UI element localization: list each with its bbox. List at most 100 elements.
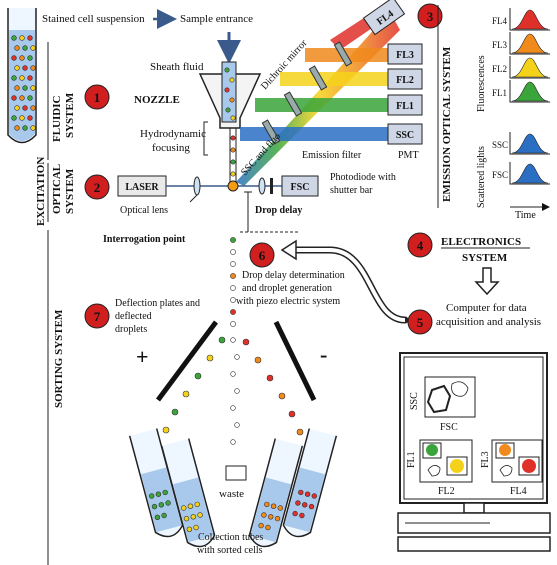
svg-text:FL2: FL2 bbox=[396, 75, 414, 86]
feedback-arrowhead bbox=[280, 239, 297, 261]
svg-text:6: 6 bbox=[259, 248, 266, 263]
nozzle-cell-dot bbox=[230, 135, 236, 141]
tube-cell-dot bbox=[194, 501, 200, 508]
cell-dot bbox=[19, 95, 25, 101]
stream-droplet bbox=[230, 309, 236, 315]
tube-cell-dot bbox=[154, 514, 161, 520]
stained-suspension-label: Stained cell suspension bbox=[42, 13, 145, 25]
tube-cell-dot bbox=[264, 501, 270, 508]
cell-dot bbox=[19, 55, 25, 61]
waste-droplet bbox=[230, 405, 236, 411]
nozzle-cell-dot bbox=[229, 77, 235, 83]
fluorescences-title: Fluorescences bbox=[476, 55, 487, 112]
gate-plot3-xlabel: FL4 bbox=[510, 486, 527, 497]
cell-dot bbox=[19, 75, 25, 81]
drop-delay-det-line1: Drop delay determination bbox=[242, 270, 345, 281]
nozzle-cell-dot bbox=[224, 87, 230, 93]
marker-3: 3 bbox=[417, 3, 443, 29]
signal-axes bbox=[509, 132, 550, 155]
cell-dot bbox=[11, 35, 17, 41]
signal-peak-fl3 bbox=[511, 33, 549, 54]
marker-6: 6 bbox=[249, 242, 275, 268]
collection-line1: Collection tubes bbox=[198, 532, 263, 543]
detector-fl2: FL2 bbox=[387, 68, 423, 90]
cell-dot bbox=[22, 85, 28, 91]
signal-peak-fl4 bbox=[511, 9, 549, 30]
cell-dot bbox=[14, 105, 20, 111]
signal-label-fsc: FSC bbox=[492, 170, 508, 180]
tube-cell-dot bbox=[277, 505, 283, 511]
tube-cell-dot bbox=[292, 510, 298, 517]
cell-dot bbox=[14, 125, 20, 131]
photodiode-label: Photodiode with bbox=[330, 172, 396, 183]
drop-delay-det-line3: with piezo electric system bbox=[236, 296, 340, 307]
plus-sign: + bbox=[136, 344, 149, 369]
monitor-stand bbox=[463, 502, 485, 514]
deflected-droplet bbox=[218, 336, 226, 344]
cell-dot bbox=[27, 115, 33, 121]
drop-delay-det-line2: and droplet generation bbox=[242, 283, 332, 294]
collection-line2: with sorted cells bbox=[197, 545, 263, 556]
cell-dot bbox=[11, 115, 17, 121]
tube-cell-dot bbox=[258, 522, 264, 529]
tube-cell-dot bbox=[311, 493, 317, 499]
signal-peak-ssc bbox=[511, 133, 549, 154]
laser: LASER bbox=[117, 175, 167, 197]
pmt-label: PMT bbox=[398, 150, 419, 161]
down-arrow bbox=[474, 267, 500, 296]
computer-monitor: SSC FSC FL1 FL2 FL3 FL4 bbox=[399, 352, 548, 504]
tube-cell-dot bbox=[274, 515, 281, 522]
cell-dot bbox=[14, 45, 20, 51]
sheath-fluid-label: Sheath fluid bbox=[150, 61, 204, 73]
signal-axes bbox=[509, 8, 550, 31]
waste-droplet bbox=[234, 422, 240, 428]
marker-7: 7 bbox=[84, 303, 110, 329]
optical-lens bbox=[193, 176, 201, 196]
signal-label-fl3: FL3 bbox=[492, 40, 508, 50]
cell-dot bbox=[19, 35, 25, 41]
tube-cell-dot bbox=[295, 500, 301, 506]
waste-label: waste bbox=[219, 488, 244, 500]
tube-cell-dot bbox=[186, 526, 193, 532]
svg-text:FLUIDIC: FLUIDIC bbox=[51, 95, 63, 142]
waste-droplet bbox=[230, 439, 236, 445]
signal-label-fl4: FL4 bbox=[492, 16, 508, 26]
detector-fl3: FL3 bbox=[387, 43, 423, 65]
tube-cell-dot bbox=[162, 489, 168, 496]
cell-dot bbox=[30, 125, 36, 131]
tube-cell-dot bbox=[158, 502, 165, 508]
gate-plot2-xlabel: FL2 bbox=[438, 486, 455, 497]
time-label: Time bbox=[515, 210, 536, 221]
signal-label-fl1: FL1 bbox=[492, 88, 507, 98]
signal-label-ssc: SSC bbox=[492, 140, 508, 150]
deflection-line3: droplets bbox=[115, 324, 147, 335]
stream-droplet bbox=[230, 261, 236, 267]
cell-dot bbox=[19, 115, 25, 121]
optical-lens-pointer bbox=[189, 194, 198, 203]
tube-cell-dot bbox=[302, 502, 308, 508]
cell-dot bbox=[22, 65, 28, 71]
emission-system-label: EMISSION OPTICAL SYSTEM bbox=[437, 5, 453, 208]
computer-line1: Computer for data bbox=[446, 302, 527, 314]
tube-cell-dot bbox=[190, 514, 197, 520]
detector-fl1: FL1 bbox=[387, 94, 423, 116]
deflected-droplet bbox=[266, 374, 274, 382]
tube-cell-dot bbox=[155, 491, 162, 497]
svg-text:SYSTEM: SYSTEM bbox=[64, 168, 76, 214]
signal-peak-fl1 bbox=[511, 81, 549, 102]
svg-text:SSC: SSC bbox=[396, 130, 414, 141]
stream-droplet bbox=[230, 249, 236, 255]
focusing-label: focusing bbox=[152, 142, 190, 154]
interrogation-point-label: Interrogation point bbox=[103, 234, 186, 245]
waste-droplet bbox=[234, 354, 240, 360]
deflected-droplet bbox=[278, 392, 286, 400]
stream-droplet bbox=[230, 285, 236, 291]
svg-text:LASER: LASER bbox=[125, 182, 159, 193]
fsc-detector: FSC bbox=[281, 175, 319, 197]
feedback-arrow-inner bbox=[292, 248, 406, 322]
detector-ssc: SSC bbox=[387, 123, 423, 145]
nozzle-label: NOZZLE bbox=[134, 94, 180, 106]
deflection-line1: Deflection plates and bbox=[115, 298, 200, 309]
stream-droplet bbox=[230, 237, 236, 243]
